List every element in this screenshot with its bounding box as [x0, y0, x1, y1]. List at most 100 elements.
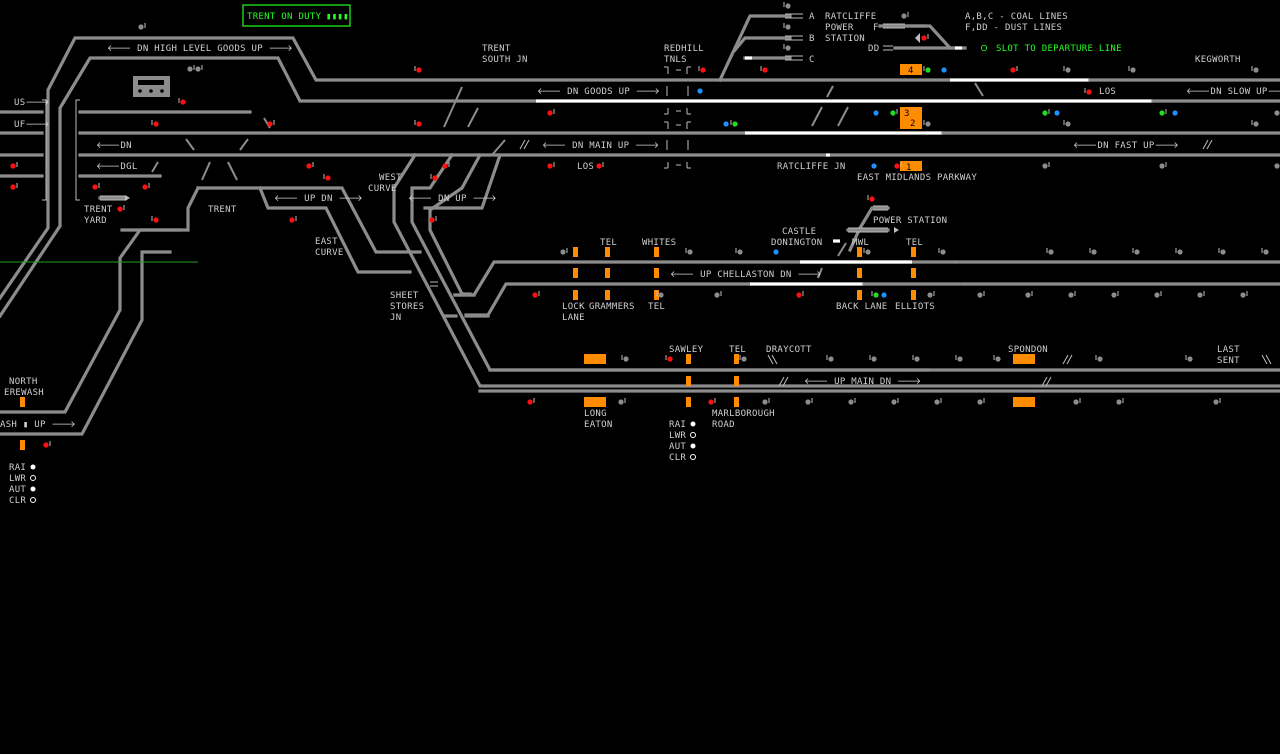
signal-off-49[interactable] [560, 248, 568, 255]
signal-off-72[interactable] [1240, 291, 1248, 298]
signal-danger-5[interactable] [921, 34, 929, 41]
signal-danger-24[interactable] [267, 120, 275, 127]
signal-danger-30[interactable] [10, 162, 18, 169]
signal-off-76[interactable] [826, 355, 834, 362]
signal-danger-43[interactable] [142, 183, 150, 190]
auto-indicator-8[interactable] [881, 292, 887, 298]
signal-off-61[interactable] [656, 291, 664, 298]
signal-off-86[interactable] [762, 398, 770, 405]
signal-danger-85[interactable] [708, 398, 716, 405]
signal-danger-9[interactable] [698, 66, 706, 73]
auto-indicator-0[interactable] [697, 88, 703, 94]
signal-proceed-20[interactable] [1042, 109, 1050, 116]
signal-off-94[interactable] [1213, 398, 1221, 405]
signal-off-62[interactable] [714, 291, 722, 298]
signal-danger-48[interactable] [867, 195, 875, 202]
signal-danger-12[interactable] [1010, 66, 1018, 73]
signal-off-15[interactable] [1251, 66, 1259, 73]
signal-off-50[interactable] [685, 248, 693, 255]
signal-danger-74[interactable] [665, 355, 673, 362]
signal-danger-18[interactable] [1084, 88, 1092, 95]
signal-danger-41[interactable] [430, 174, 438, 181]
signal-off-82[interactable] [1185, 355, 1193, 362]
signal-off-29[interactable] [1251, 120, 1259, 127]
berths[interactable]: 4 3 2 1 [900, 64, 922, 173]
signal-off-71[interactable] [1197, 291, 1205, 298]
signal-proceed-21[interactable] [1159, 109, 1167, 116]
signal-off-53[interactable] [938, 248, 946, 255]
signal-danger-16[interactable] [178, 98, 186, 105]
auto-indicator-4[interactable] [1172, 110, 1178, 116]
signal-off-92[interactable] [1073, 398, 1081, 405]
duty-indicator[interactable]: TRENT ON DUTY ▮▮▮▮ [242, 4, 351, 27]
signal-danger-35[interactable] [894, 162, 902, 169]
signal-danger-40[interactable] [323, 174, 331, 181]
signal-off-77[interactable] [869, 355, 877, 362]
signal-danger-83[interactable] [527, 398, 535, 405]
signal-off-79[interactable] [955, 355, 963, 362]
signal-off-3[interactable] [783, 44, 791, 51]
signal-off-91[interactable] [977, 398, 985, 405]
signal-off-57[interactable] [1175, 248, 1183, 255]
signal-off-68[interactable] [1068, 291, 1076, 298]
signal-off-52[interactable] [863, 248, 871, 255]
signal-danger-25[interactable] [414, 120, 422, 127]
signal-off-80[interactable] [993, 355, 1001, 362]
signal-off-73[interactable] [621, 355, 629, 362]
auto-indicator-2[interactable] [873, 110, 879, 116]
signal-off-37[interactable] [1159, 162, 1167, 169]
signal-off-93[interactable] [1116, 398, 1124, 405]
signal-danger-42[interactable] [92, 183, 100, 190]
signal-off-67[interactable] [1025, 291, 1033, 298]
signal-off-65[interactable] [927, 291, 935, 298]
signal-off-36[interactable] [1042, 162, 1050, 169]
signal-off-70[interactable] [1154, 291, 1162, 298]
signal-off-13[interactable] [1063, 66, 1071, 73]
signal-danger-31[interactable] [306, 162, 314, 169]
signal-danger-95[interactable] [43, 441, 51, 448]
auto-indicator-1[interactable] [723, 121, 729, 127]
signal-proceed-11[interactable] [923, 66, 931, 73]
signal-off-6[interactable] [187, 65, 195, 72]
signal-danger-45[interactable] [151, 216, 159, 223]
signal-proceed-19[interactable] [890, 109, 898, 116]
signal-danger-39[interactable] [10, 183, 18, 190]
signal-off-28[interactable] [1063, 120, 1071, 127]
signal-off-87[interactable] [805, 398, 813, 405]
signals[interactable] [10, 2, 1280, 448]
auto-indicator-5[interactable] [871, 163, 877, 169]
signal-off-66[interactable] [977, 291, 985, 298]
signal-off-4[interactable] [901, 12, 909, 19]
signal-off-14[interactable] [1128, 66, 1136, 73]
signal-off-7[interactable] [195, 65, 203, 72]
signal-off-88[interactable] [848, 398, 856, 405]
signal-danger-46[interactable] [289, 216, 297, 223]
signal-off-75[interactable] [739, 355, 747, 362]
signal-danger-60[interactable] [532, 291, 540, 298]
signal-off-69[interactable] [1111, 291, 1119, 298]
signal-danger-34[interactable] [596, 162, 604, 169]
signal-danger-47[interactable] [429, 216, 437, 223]
signal-proceed-64[interactable] [871, 291, 879, 298]
signal-off-84[interactable] [618, 398, 626, 405]
signal-off-81[interactable] [1095, 355, 1103, 362]
signal-off-59[interactable] [1261, 248, 1269, 255]
signal-off-78[interactable] [912, 355, 920, 362]
signal-danger-23[interactable] [151, 120, 159, 127]
signal-danger-63[interactable] [796, 291, 804, 298]
signal-danger-10[interactable] [760, 66, 768, 73]
auto-indicator-7[interactable] [773, 249, 779, 255]
signal-danger-8[interactable] [414, 66, 422, 73]
auto-indicator-3[interactable] [1054, 110, 1060, 116]
signal-off-58[interactable] [1218, 248, 1226, 255]
signal-off-54[interactable] [1046, 248, 1054, 255]
signal-danger-17[interactable] [547, 109, 555, 116]
signal-off-22[interactable] [1274, 109, 1280, 116]
signal-off-90[interactable] [934, 398, 942, 405]
auto-indicator-6[interactable] [941, 67, 947, 73]
signal-danger-44[interactable] [117, 205, 125, 212]
signal-off-38[interactable] [1274, 162, 1280, 169]
signal-off-55[interactable] [1089, 248, 1097, 255]
signal-proceed-26[interactable] [730, 120, 738, 127]
signal-off-27[interactable] [923, 120, 931, 127]
